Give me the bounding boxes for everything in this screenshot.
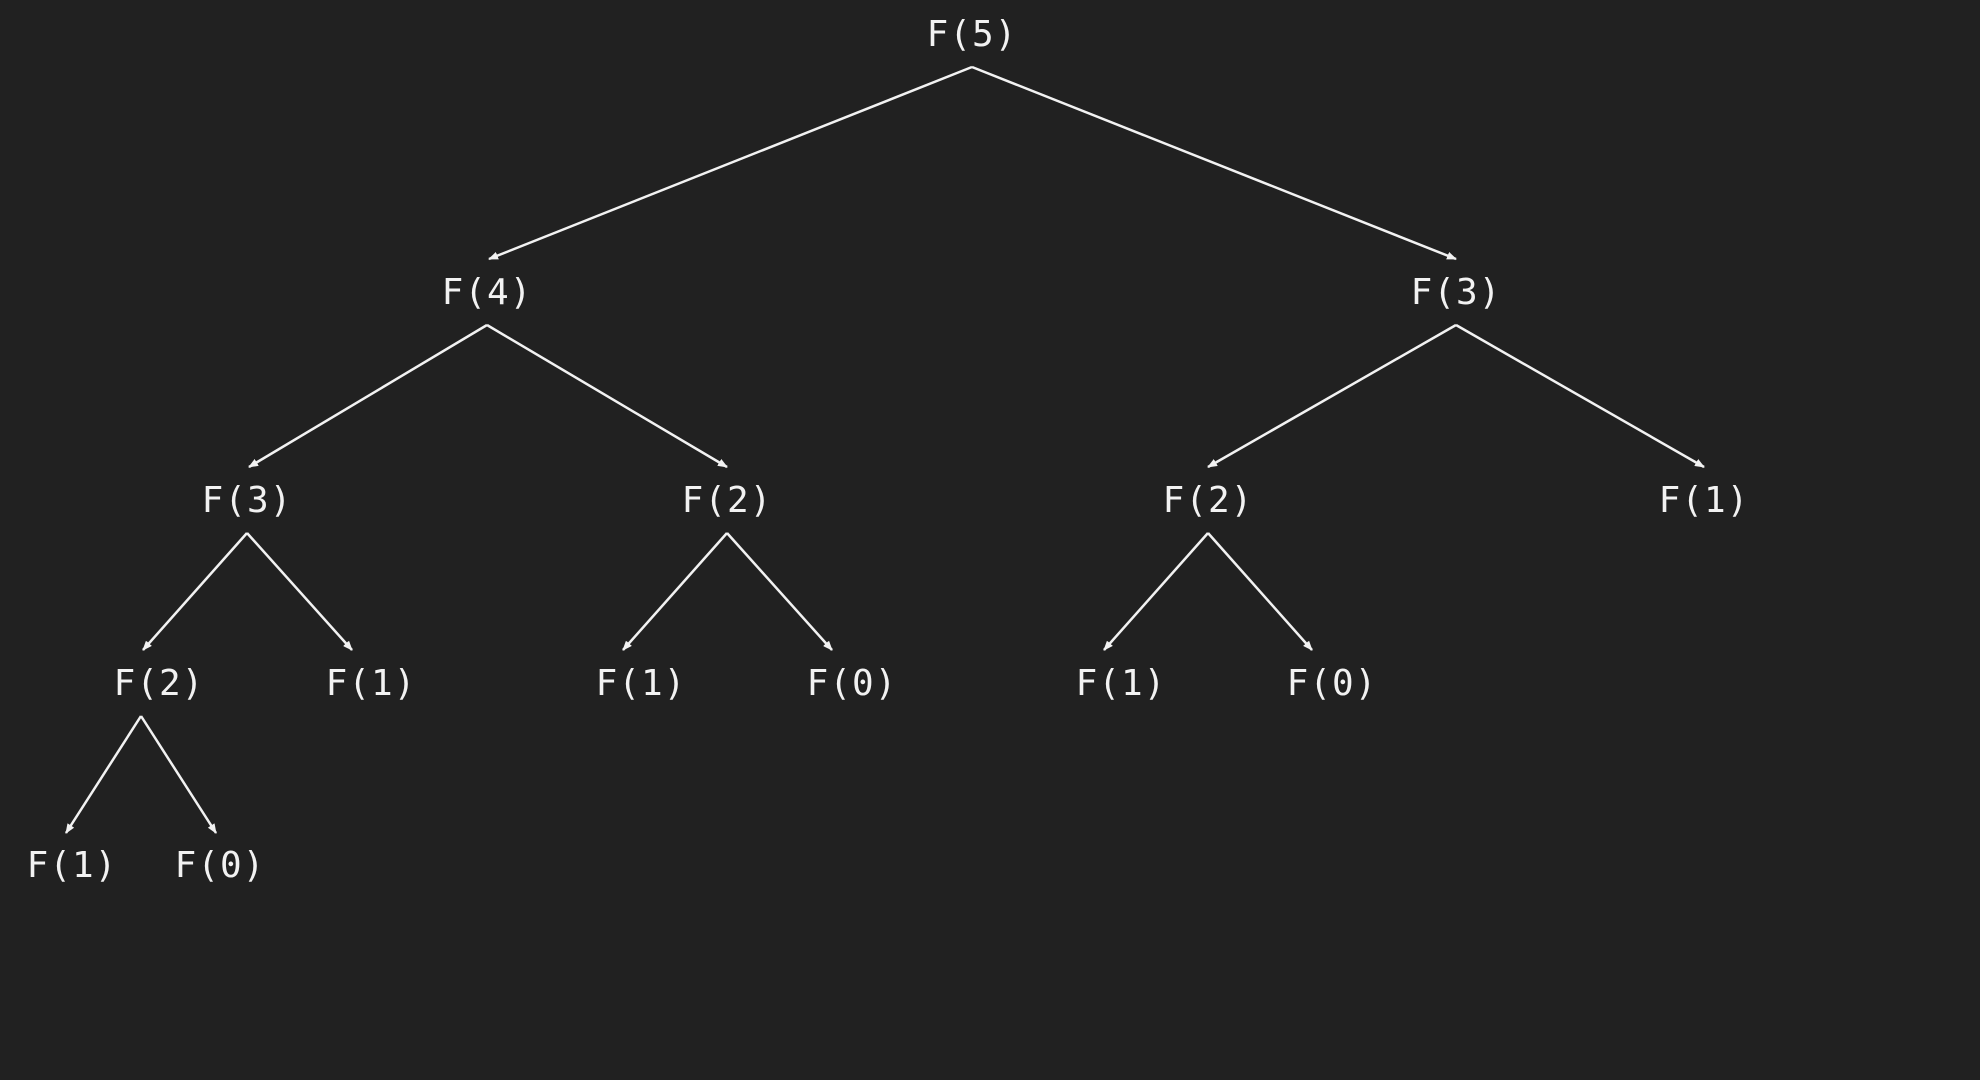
tree-node: F(1) — [1075, 663, 1167, 704]
edge-arrow-n4-n10 — [726, 532, 833, 651]
tree-node: F(0) — [806, 663, 898, 704]
edge-arrow-n4-n9 — [622, 532, 728, 651]
tree-node: F(3) — [201, 480, 293, 521]
tree-node: F(5) — [926, 14, 1018, 55]
edge-arrow-n7-n14 — [139, 715, 218, 834]
edge-arrow-n3-n7 — [142, 532, 248, 651]
tree-node: F(0) — [1286, 663, 1378, 704]
tree-node: F(4) — [441, 272, 533, 313]
edge-arrow-n0-n1 — [488, 65, 973, 261]
tree-node: F(1) — [595, 663, 687, 704]
edge-arrow-n2-n5 — [1207, 323, 1457, 469]
tree-node: F(2) — [1162, 480, 1254, 521]
edge-arrow-n2-n6 — [1455, 323, 1705, 469]
tree-node: F(0) — [174, 845, 266, 886]
edge-arrow-n1-n4 — [486, 323, 728, 469]
tree-node: F(1) — [26, 845, 118, 886]
tree-node: F(2) — [113, 663, 205, 704]
edge-arrow-n5-n12 — [1207, 532, 1313, 651]
tree-node: F(1) — [325, 663, 417, 704]
edge-arrow-n0-n2 — [971, 65, 1457, 261]
edge-arrow-n7-n13 — [64, 715, 143, 834]
edge-arrow-n1-n3 — [248, 323, 488, 469]
tree-node: F(1) — [1658, 480, 1750, 521]
edge-arrow-n3-n8 — [246, 532, 353, 651]
tree-node: F(3) — [1410, 272, 1502, 313]
edge-arrow-n5-n11 — [1103, 532, 1209, 651]
tree-node: F(2) — [681, 480, 773, 521]
